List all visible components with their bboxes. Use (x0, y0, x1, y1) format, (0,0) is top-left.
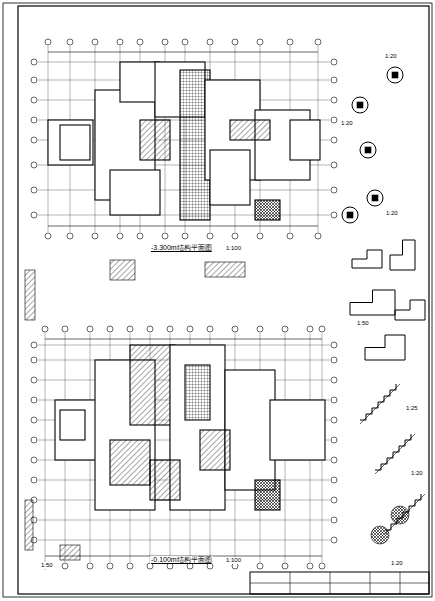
detail-drawings (25, 67, 425, 560)
sheet-border (3, 3, 432, 597)
scale-label: 1:20 (410, 470, 424, 477)
floor-plan (31, 326, 337, 569)
frame (18, 6, 429, 594)
floor-plan (31, 39, 337, 239)
scale-label: 1:20 (390, 560, 404, 567)
scale-label: 1:20 (385, 210, 399, 217)
title-block (250, 572, 429, 594)
scale-label: 1:25 (405, 405, 419, 412)
scale-label: 1:20 (340, 120, 354, 127)
plan-title: -3.300m结构平面图 (150, 244, 213, 252)
scale-label: 1:20 (384, 53, 398, 60)
scale-label: 1:100 (225, 557, 242, 564)
scale-label: 1:100 (225, 245, 242, 252)
scale-label: 1:50 (40, 562, 54, 569)
scale-label: 1:50 (356, 320, 370, 327)
plan-title: -0.100m结构平面图 (150, 556, 213, 564)
